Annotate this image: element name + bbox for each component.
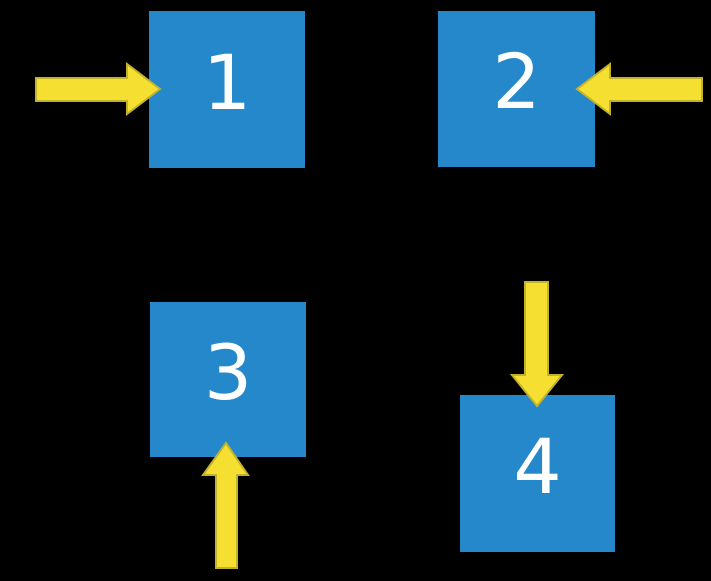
square-1: 1 (149, 11, 305, 168)
square-1-label: 1 (202, 37, 252, 127)
square-4-label: 4 (513, 421, 562, 511)
square-2-label: 2 (492, 37, 541, 126)
arrow-right-icon (35, 61, 162, 117)
arrow-up-icon (201, 441, 250, 569)
arrow-left-icon (575, 61, 703, 117)
square-2: 2 (438, 11, 595, 167)
arrow-down-icon (509, 281, 565, 408)
square-4: 4 (460, 395, 615, 552)
square-3-label: 3 (203, 327, 253, 417)
square-3: 3 (150, 302, 306, 457)
